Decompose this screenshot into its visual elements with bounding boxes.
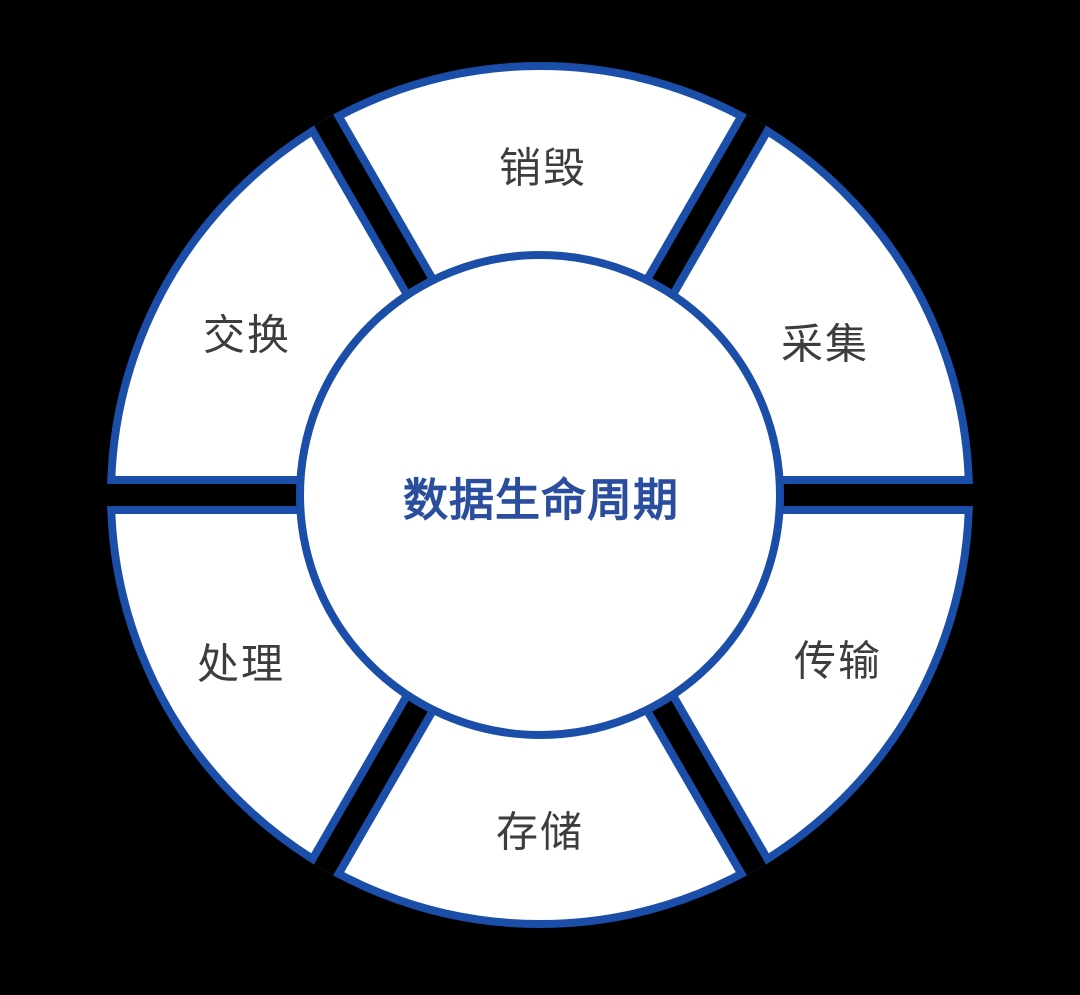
segment-label-exchange: 交换 [203, 312, 291, 359]
segment-separators [107, 107, 973, 883]
separator-upper-right [631, 107, 775, 319]
center-circle [296, 251, 784, 739]
segment-label-destruction: 销毁 [499, 145, 587, 192]
separator-lower-right [631, 671, 775, 883]
segment-label-transmission: 传输 [794, 638, 882, 685]
segment-label-storage: 存储 [496, 809, 584, 856]
segment-label-collection: 采集 [781, 321, 869, 368]
separator-upper-left [305, 107, 449, 319]
segment-label-processing: 处理 [197, 641, 285, 688]
diagram-center-title: 数据生命周期 [403, 475, 679, 526]
separator-lower-left [305, 671, 449, 883]
